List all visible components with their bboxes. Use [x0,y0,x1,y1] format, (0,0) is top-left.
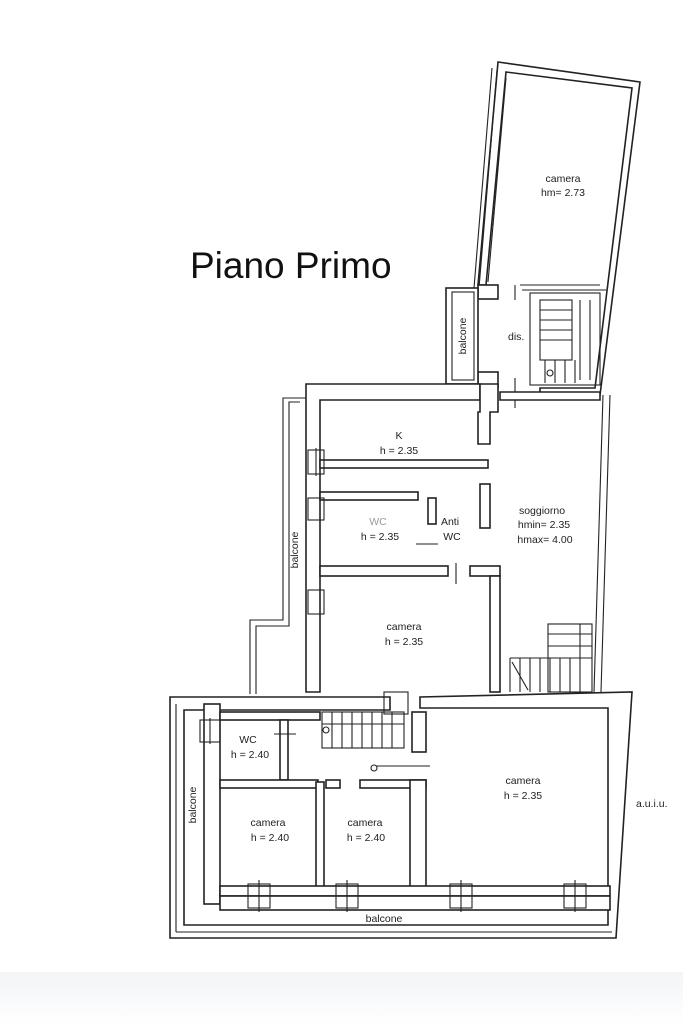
kitchen-height: h = 2.35 [380,445,418,457]
anti-wc-label-line1: Anti [441,516,459,528]
plan-title: Piano Primo [190,245,392,286]
balcone-top-label: balcone [457,317,469,354]
camera-mid-label: camera [386,621,421,633]
kitchen-label: K [395,430,402,442]
lower-block-walls [169,691,633,939]
camera-top-label: camera [545,173,580,185]
soggiorno-hmax: hmax= 4.00 [517,534,572,546]
camera-low-left-height: h = 2.40 [251,832,289,844]
balcone-top-walls [445,287,479,385]
bottom-fade-band [0,972,683,1025]
balcone-left-walls [249,397,306,694]
camera-low-right-label: camera [505,775,540,787]
balcone-left-label: balcone [289,531,301,568]
stair-lower [321,691,409,772]
camera-mid-height: h = 2.35 [385,636,423,648]
top-wing-walls [473,61,641,408]
auiu-note: a.u.i.u. [636,798,668,810]
camera-top-height: hm= 2.73 [541,187,585,199]
stair-soggiorno [509,623,593,693]
camera-low-mid-height: h = 2.40 [347,832,385,844]
window-marks-lower [199,718,587,912]
middle-block-walls [305,383,611,693]
dis-label: dis. [508,331,524,343]
balcone-left-low-label: balcone [187,786,199,823]
stair-top [529,292,601,386]
balcone-bottom-label: balcone [366,913,403,925]
camera-low-left-label: camera [250,817,285,829]
soggiorno-label: soggiorno [519,505,565,517]
wc-mid-label: WC [369,516,387,528]
wc-low-height: h = 2.40 [231,749,269,761]
window-marks-left [307,448,325,615]
soggiorno-hmin: hmin= 2.35 [518,519,570,531]
camera-low-right-height: h = 2.35 [504,790,542,802]
camera-low-mid-label: camera [347,817,382,829]
wc-mid-height: h = 2.35 [361,531,399,543]
wc-low-label: WC [239,734,257,746]
anti-wc-label-line2: WC [443,531,461,543]
